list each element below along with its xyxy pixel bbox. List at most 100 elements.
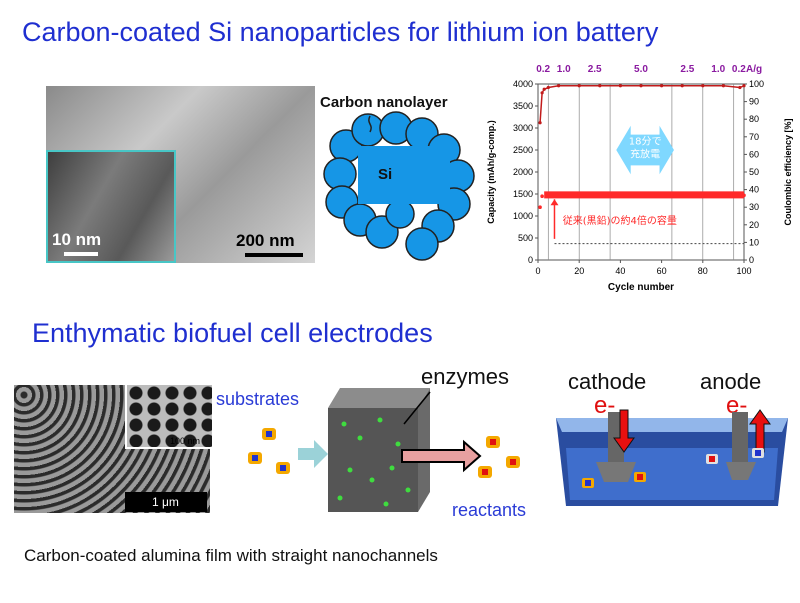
- carbon-nanolayer-label: Carbon nanolayer: [320, 94, 448, 111]
- capacity-annotation: 従来(黒鉛)の約4倍の容量: [563, 214, 677, 227]
- rate-label: 1.0: [711, 64, 725, 75]
- fast-charge-annotation: 充放電: [630, 148, 660, 161]
- y-right-tick-label: 70: [749, 132, 759, 142]
- y-right-tick-label: 80: [749, 114, 759, 124]
- capacity-point: [538, 205, 542, 209]
- electrode-block: [328, 388, 430, 512]
- electron-arrow-up: [749, 409, 771, 453]
- efficiency-point: [577, 84, 581, 88]
- si-label: Si: [378, 166, 393, 183]
- efficiency-series: [539, 85, 745, 123]
- efficiency-point: [721, 84, 725, 88]
- y-right-tick-label: 40: [749, 185, 759, 195]
- y-left-axis-label: Capacity (mAh/g-comp.): [486, 120, 496, 224]
- y-left-tick-label: 2000: [513, 167, 533, 177]
- efficiency-point: [618, 84, 622, 88]
- x-tick-label: 40: [615, 266, 625, 276]
- enzymes-label: enzymes: [421, 364, 510, 389]
- biofuel-schematic: [248, 388, 520, 512]
- sem-scalebar-large-bg: [125, 492, 207, 512]
- capacity-point: [577, 192, 581, 196]
- rate-label: 2.5: [680, 64, 694, 75]
- x-tick-label: 100: [736, 266, 751, 276]
- efficiency-point: [538, 121, 542, 125]
- y-left-tick-label: 1500: [513, 189, 533, 199]
- x-tick-label: 60: [657, 266, 667, 276]
- y-right-tick-label: 90: [749, 97, 759, 107]
- capacity-band: [544, 191, 744, 199]
- rate-label: 1.0: [557, 64, 571, 75]
- capacity-point: [556, 191, 561, 196]
- reactant-molecules: [478, 436, 520, 478]
- reactants-label: reactants: [452, 500, 527, 520]
- y-left-tick-label: 0: [528, 255, 533, 265]
- y-right-tick-label: 20: [749, 220, 759, 230]
- substrate-molecules: [248, 428, 290, 474]
- tem-scale-small: 10 nm: [52, 230, 102, 249]
- y-right-tick-label: 10: [749, 237, 759, 247]
- reactant-arrow: [401, 439, 482, 473]
- efficiency-point: [742, 84, 746, 88]
- tem-scalebar-large: [245, 253, 303, 257]
- rate-unit: A/g: [746, 64, 762, 75]
- substrates-label: substrates: [216, 389, 300, 409]
- x-axis-label: Cycle number: [608, 282, 674, 293]
- efficiency-point: [701, 84, 705, 88]
- rate-label: 2.5: [588, 64, 602, 75]
- enzyme-pointer: [403, 391, 431, 425]
- sem-scale-large: 1 μm: [152, 495, 179, 509]
- capacity-point: [742, 193, 746, 198]
- sem-inset: [125, 385, 212, 449]
- cathode-label: cathode: [568, 369, 647, 394]
- rate-label: 0.2: [732, 64, 746, 75]
- capacity-point: [608, 192, 612, 197]
- y-left-tick-label: 500: [518, 233, 533, 243]
- capacity-point: [639, 193, 643, 197]
- y-left-tick-label: 3500: [513, 101, 533, 111]
- y-right-tick-label: 100: [749, 79, 764, 89]
- fast-charge-arrow: [616, 125, 674, 175]
- anode-label: anode: [700, 369, 762, 394]
- efficiency-point: [546, 85, 550, 90]
- efficiency-point: [540, 91, 544, 95]
- efficiency-point: [660, 84, 664, 88]
- section1-title: Carbon-coated Si nanoparticles for lithi…: [22, 17, 659, 47]
- x-tick-label: 0: [535, 266, 540, 276]
- capacity-arrow-head: [550, 199, 559, 206]
- capacity-point: [731, 193, 736, 197]
- y-right-tick-label: 0: [749, 255, 754, 265]
- carbon-pointer: [368, 115, 372, 133]
- capacity-point: [670, 192, 674, 197]
- capacity-point: [701, 192, 705, 196]
- efficiency-point: [680, 84, 684, 88]
- electron-arrow-down: [613, 409, 635, 453]
- y-right-tick-label: 60: [749, 149, 759, 159]
- efficiency-point: [598, 84, 602, 88]
- fuel-cell-schematic: [556, 409, 788, 506]
- section2-caption: Carbon-coated alumina film with straight…: [24, 546, 438, 565]
- sem-scale-small: 100 nm: [170, 436, 201, 446]
- tem-inset: [46, 150, 176, 263]
- efficiency-point: [542, 87, 546, 91]
- y-left-tick-label: 3000: [513, 123, 533, 133]
- capacity-point: [546, 192, 551, 196]
- section2-title: Enthymatic biofuel cell electrodes: [32, 318, 433, 348]
- efficiency-point: [738, 85, 742, 90]
- x-tick-label: 20: [574, 266, 584, 276]
- y-right-tick-label: 30: [749, 202, 759, 212]
- y-left-tick-label: 4000: [513, 79, 533, 89]
- y-right-tick-label: 50: [749, 167, 759, 177]
- rate-label: 0.2: [536, 64, 550, 75]
- plot-frame: [537, 83, 745, 261]
- capacity-point: [540, 194, 544, 198]
- tem-scale-large: 200 nm: [236, 231, 295, 250]
- rate-label: 5.0: [634, 64, 648, 75]
- substrate-arrow: [298, 440, 328, 468]
- y-left-tick-label: 1000: [513, 211, 533, 221]
- x-tick-label: 80: [698, 266, 708, 276]
- si-schematic: [323, 111, 475, 261]
- y-right-axis-label: Coulombic efficiency [%]: [783, 118, 793, 225]
- fast-charge-annotation: 18分で: [629, 136, 662, 148]
- efficiency-point: [639, 84, 643, 88]
